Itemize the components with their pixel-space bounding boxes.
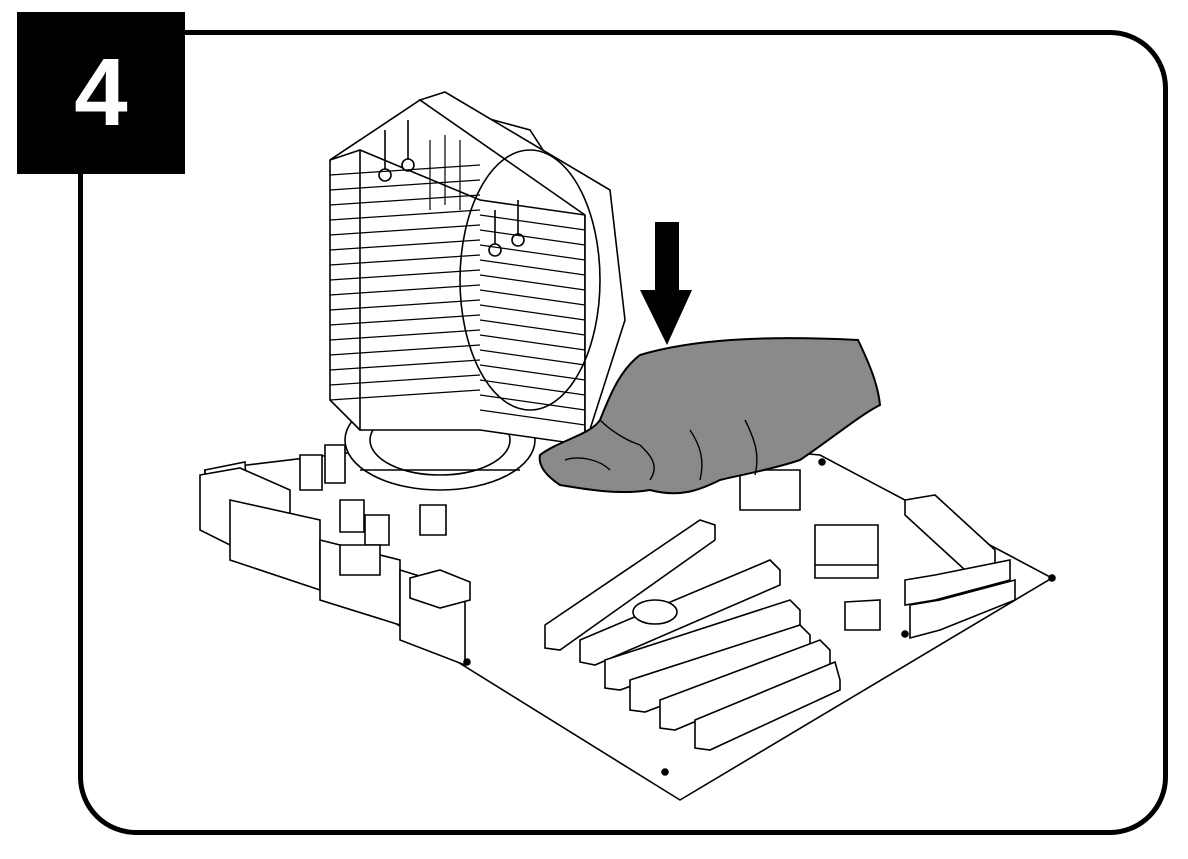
arrow-down-icon — [640, 222, 692, 345]
hand-detail — [565, 420, 757, 480]
heatsink-fins — [330, 135, 585, 425]
cpu-cooler — [330, 92, 625, 490]
motherboard — [200, 430, 1055, 800]
hand-icon — [540, 338, 880, 493]
step-number: 4 — [74, 39, 128, 146]
step-badge: 4 — [17, 12, 185, 174]
